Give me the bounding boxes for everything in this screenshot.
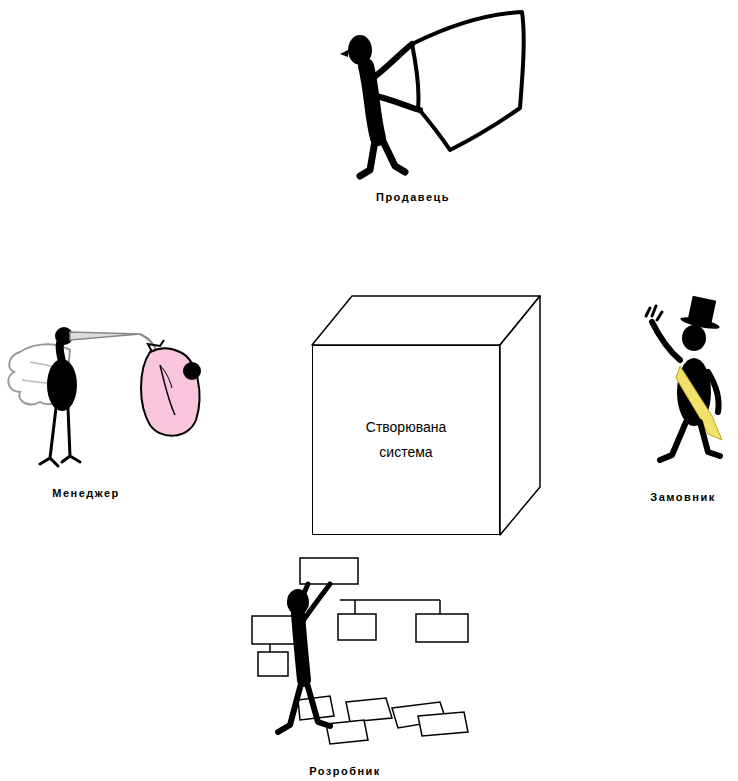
developer-figure-part bbox=[252, 616, 296, 644]
customer-figure-part bbox=[682, 325, 706, 351]
stork-figure-part bbox=[141, 348, 199, 435]
developer-figure-part bbox=[418, 712, 468, 736]
system-cube: Створювана система bbox=[312, 345, 500, 535]
stork-figure-part bbox=[47, 359, 77, 411]
stork-figure-part bbox=[183, 362, 201, 380]
stork-figure-part bbox=[62, 408, 80, 462]
cube-faces-part bbox=[500, 296, 540, 535]
seller-figure-part bbox=[372, 95, 420, 110]
stork-figure-part bbox=[160, 365, 172, 388]
system-label: Створювана система bbox=[356, 415, 456, 465]
customer-figure-part bbox=[700, 422, 720, 456]
seller-figure-part bbox=[380, 135, 405, 172]
developer-figure-part bbox=[258, 652, 288, 676]
stork-figure-part bbox=[160, 365, 175, 415]
stork-figure-part bbox=[40, 408, 58, 466]
seller-figure-part bbox=[412, 12, 524, 150]
developer-figure-part bbox=[300, 558, 358, 584]
developer-figure-part bbox=[278, 680, 302, 732]
developer-figure-part bbox=[306, 680, 330, 726]
customer-figure bbox=[646, 296, 722, 460]
stork-figure-part bbox=[140, 334, 156, 350]
developer-figure-part bbox=[346, 698, 392, 722]
stork-figure bbox=[8, 327, 201, 466]
role-label: Продавець bbox=[376, 191, 450, 203]
customer-figure-part bbox=[646, 306, 662, 320]
seller-figure bbox=[340, 12, 524, 176]
developer-figure-part bbox=[416, 614, 468, 642]
role-label: Розробник bbox=[309, 765, 381, 777]
developer-figure-part bbox=[326, 720, 368, 744]
customer-figure-part bbox=[660, 422, 686, 460]
customer-figure-part bbox=[652, 322, 680, 360]
developer-figure-part bbox=[338, 614, 376, 640]
stork-figure-part bbox=[70, 332, 140, 340]
seller-figure-part bbox=[340, 50, 348, 57]
customer-figure-part bbox=[708, 372, 719, 412]
seller-figure-part bbox=[360, 135, 376, 176]
role-label: Менеджер bbox=[52, 487, 120, 499]
seller-figure-part bbox=[370, 44, 412, 80]
developer-figure-part bbox=[252, 558, 468, 744]
cube-faces bbox=[312, 296, 540, 535]
role-label: Замовник bbox=[650, 491, 715, 503]
developer-figure bbox=[252, 558, 468, 744]
developer-figure-part bbox=[296, 584, 330, 625]
stork-figure-part bbox=[148, 340, 164, 352]
